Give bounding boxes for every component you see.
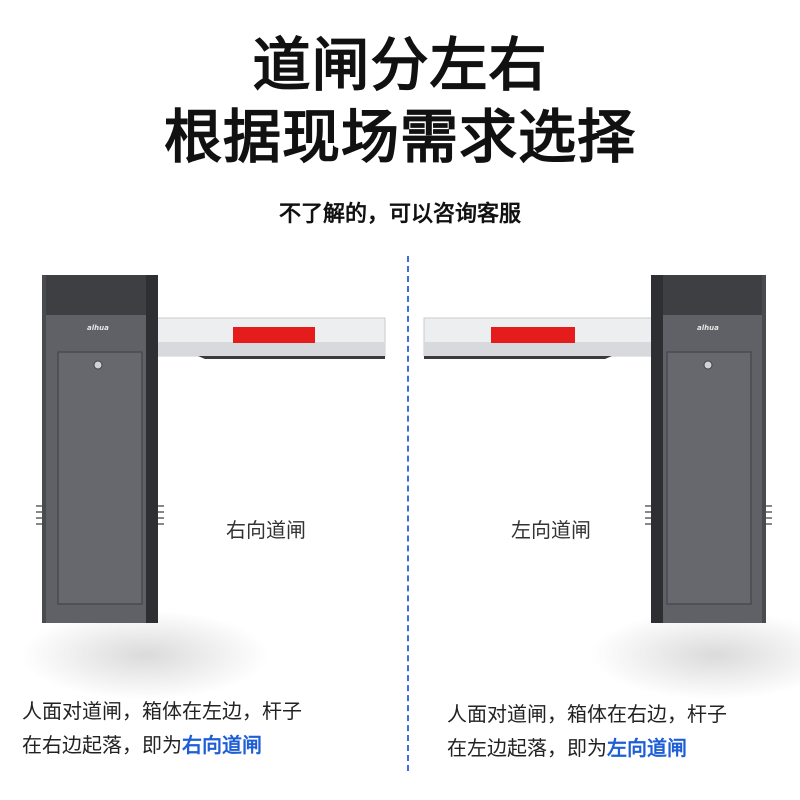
left-gate-red-stripe: [491, 327, 575, 343]
center-divider: [407, 256, 409, 771]
left-gate-brand-logo: alhua: [697, 324, 719, 332]
left-gate-lock-icon: [703, 360, 713, 370]
left-gate-shadow: [20, 610, 270, 700]
right-gate-shadow: [590, 610, 800, 700]
left-gate-desc-line2: 在左边起落，即为左向道闸: [447, 731, 727, 765]
right-gate-lock-icon: [93, 360, 103, 370]
left-gate-desc-highlight: 左向道闸: [607, 736, 687, 760]
subtitle: 不了解的，可以咨询客服: [278, 202, 521, 227]
left-direction-gate: [423, 275, 772, 623]
right-gate-description: 人面对道闸，箱体在左边，杆子 在右边起落，即为右向道闸: [22, 694, 302, 762]
right-gate-cabinet-door: [57, 351, 143, 605]
left-gate-desc-line1: 人面对道闸，箱体在右边，杆子: [447, 702, 727, 726]
right-gate-brand-logo: alhua: [87, 324, 109, 332]
right-gate-boom-arm: [154, 317, 386, 359]
right-gate-desc-prefix: 在右边起落，即为: [22, 733, 182, 757]
right-gate-desc-highlight: 右向道闸: [182, 733, 262, 757]
left-gate-desc-prefix: 在左边起落，即为: [447, 736, 607, 760]
left-gate-label: 左向道闸: [511, 518, 591, 542]
right-gate-desc-line2: 在右边起落，即为右向道闸: [22, 728, 302, 762]
left-gate-boom-arm: [423, 317, 655, 359]
right-direction-gate: [36, 275, 386, 623]
right-gate-label: 右向道闸: [226, 518, 306, 542]
left-gate-cabinet-door: [666, 351, 752, 605]
right-gate-cabinet: [36, 275, 164, 623]
main-title-line2: 根据现场需求选择: [163, 103, 636, 171]
left-gate-cabinet: [645, 275, 772, 623]
right-gate-red-stripe: [233, 327, 315, 343]
main-title-line1: 道闸分左右: [252, 31, 548, 99]
left-gate-description: 人面对道闸，箱体在右边，杆子 在左边起落，即为左向道闸: [447, 697, 727, 765]
right-gate-desc-line1: 人面对道闸，箱体在左边，杆子: [22, 699, 302, 723]
